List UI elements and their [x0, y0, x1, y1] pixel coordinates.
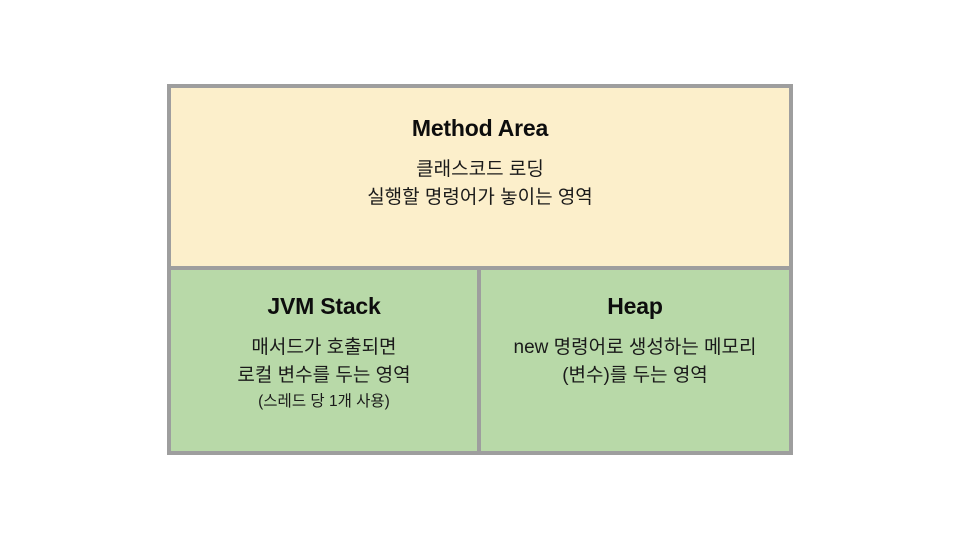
- jvm-stack-line-1: 매서드가 호출되면: [251, 336, 397, 358]
- jvm-stack-box: JVM Stack 매서드가 호출되면 로컬 변수를 두는 영역 (스레드 당 …: [167, 270, 481, 455]
- method-area-line-2: 실행할 명령어가 놓이는 영역: [367, 186, 593, 208]
- heap-line-1: new 명령어로 생성하는 메모리: [513, 336, 757, 358]
- heap-description: new 명령어로 생성하는 메모리 (변수)를 두는 영역: [514, 334, 757, 390]
- jvm-stack-note: (스레드 당 1개 사용): [258, 392, 390, 410]
- heap-line-2: (변수)를 두는 영역: [562, 364, 708, 386]
- lower-regions-row: JVM Stack 매서드가 호출되면 로컬 변수를 두는 영역 (스레드 당 …: [167, 270, 793, 455]
- method-area-title: Method Area: [411, 115, 549, 141]
- heap-title: Heap: [607, 293, 663, 319]
- method-area-box: Method Area 클래스코드 로딩 실행할 명령어가 놓이는 영역: [167, 84, 793, 270]
- method-area-description: 클래스코드 로딩 실행할 명령어가 놓이는 영역: [367, 156, 593, 212]
- heap-box: Heap new 명령어로 생성하는 메모리 (변수)를 두는 영역: [481, 270, 793, 455]
- jvm-stack-title: JVM Stack: [267, 293, 381, 319]
- jvm-stack-description: 매서드가 호출되면 로컬 변수를 두는 영역 (스레드 당 1개 사용): [237, 334, 410, 414]
- jvm-stack-line-2: 로컬 변수를 두는 영역: [237, 364, 411, 386]
- jvm-memory-diagram: Method Area 클래스코드 로딩 실행할 명령어가 놓이는 영역 JVM…: [167, 84, 793, 455]
- method-area-line-1: 클래스코드 로딩: [416, 158, 544, 180]
